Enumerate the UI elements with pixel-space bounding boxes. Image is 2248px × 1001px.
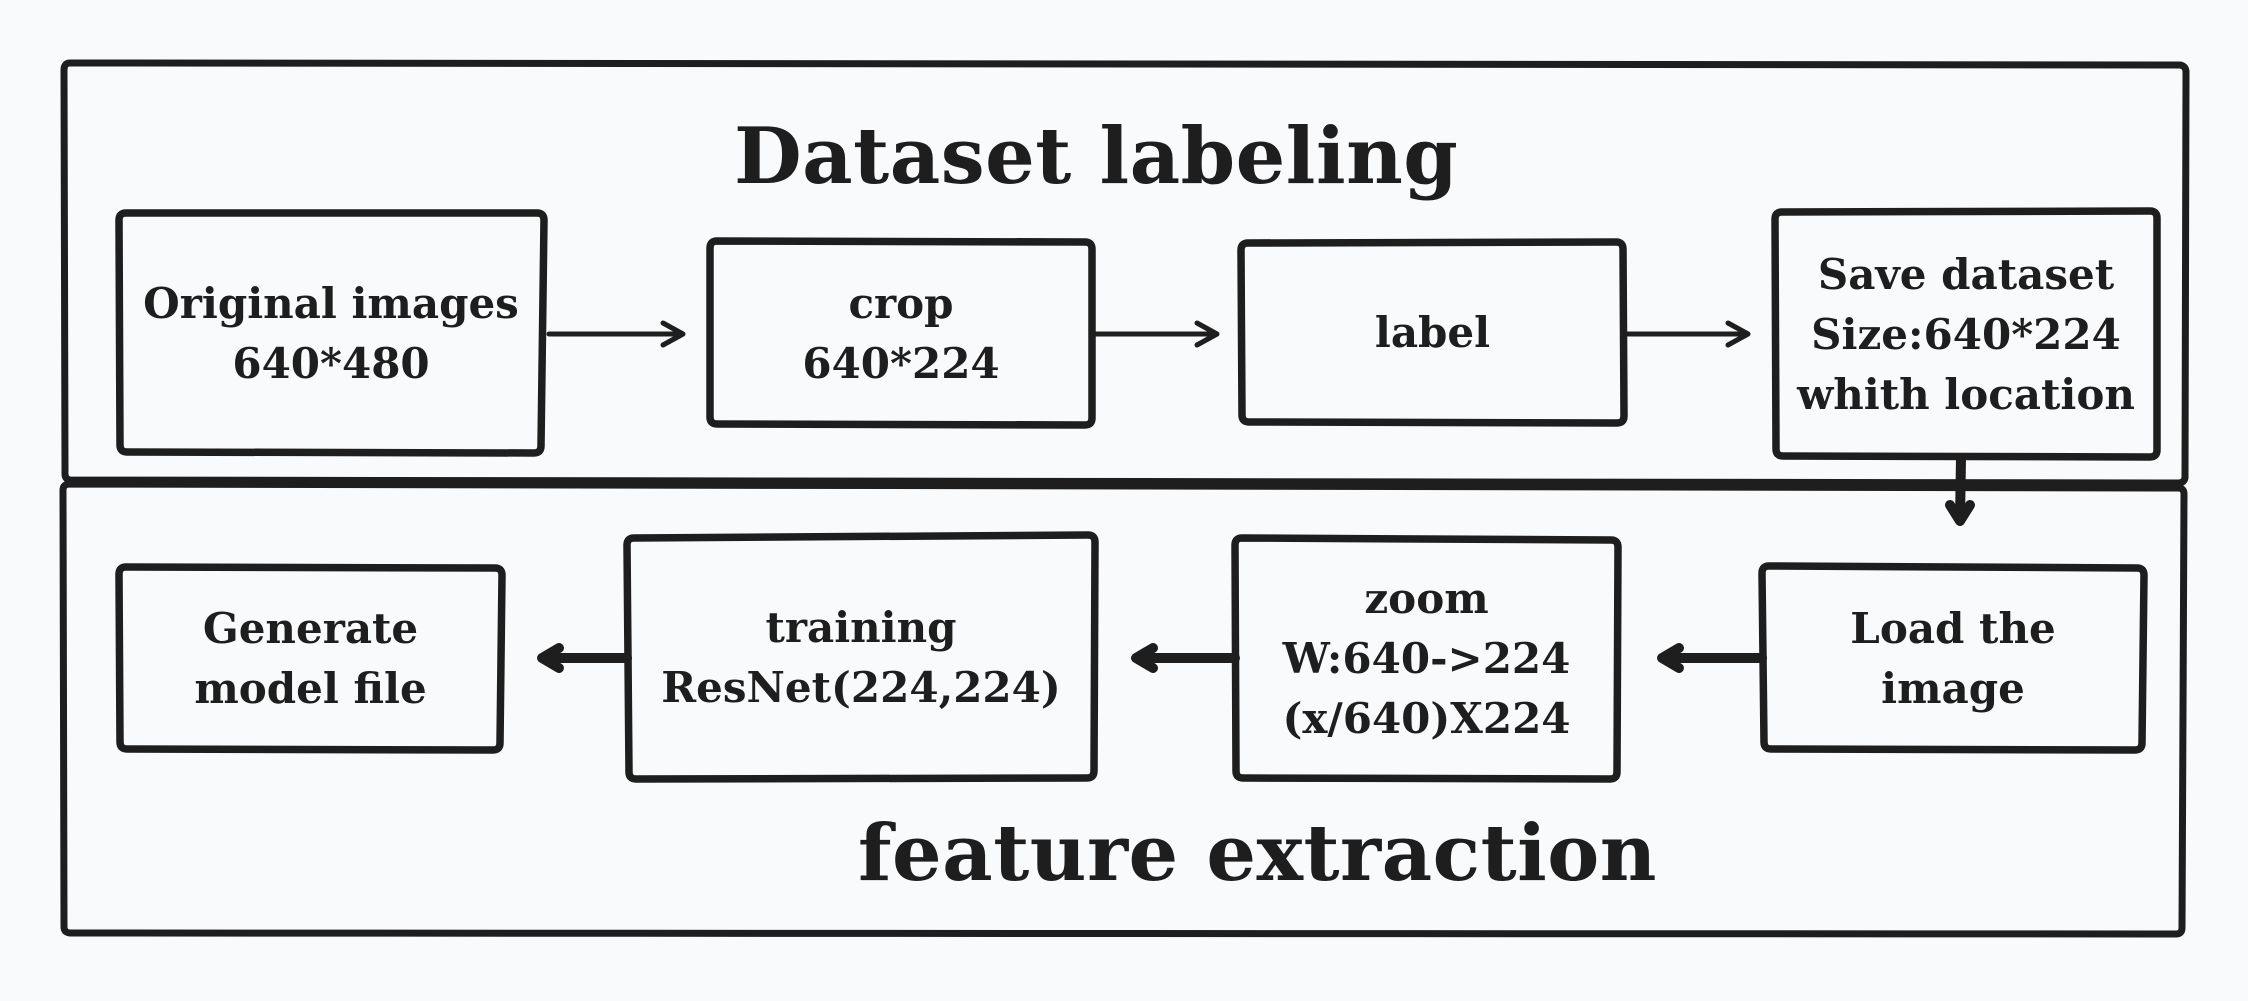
arrow-zoom-to-training	[1131, 643, 1240, 673]
arrow-load-to-zoom	[1657, 643, 1767, 673]
zoom-text: zoom W:640->224 (x/640)X224	[1239, 542, 1614, 776]
save-dataset-location: whith location	[1797, 369, 2135, 419]
crop-size: 640*224	[802, 338, 1000, 388]
crop-box	[706, 237, 1096, 429]
save-dataset-text: Save dataset Size:640*224 whith location	[1779, 216, 2153, 453]
arrow-label-to-save	[1625, 320, 1751, 348]
load-image-text: Load the image	[1766, 570, 2140, 747]
load-image-line2: image	[1881, 663, 2025, 713]
generate-model-box	[115, 563, 506, 754]
label-label: label	[1374, 308, 1491, 357]
zoom-box	[1231, 534, 1622, 783]
feature-extraction-title: feature extraction	[858, 808, 1658, 899]
feature-extraction-frame	[59, 480, 2188, 938]
original-images-size: 640*480	[232, 338, 430, 388]
training-box	[623, 531, 1099, 783]
original-images-box	[115, 209, 548, 457]
crop-label: crop	[848, 278, 954, 328]
dataset-labeling-frame	[60, 59, 2190, 487]
crop-text: crop 640*224	[714, 245, 1088, 422]
original-images-text: Original images 640*480	[124, 217, 538, 450]
zoom-formula: (x/640)X224	[1282, 694, 1571, 743]
arrow-crop-to-label	[1093, 320, 1220, 348]
save-dataset-box	[1771, 207, 2161, 461]
load-image-line1: Load the	[1850, 603, 2056, 653]
load-image-box	[1758, 562, 2148, 754]
dataset-labeling-title: Dataset labeling	[734, 111, 1459, 202]
training-model: ResNet(224,224)	[661, 663, 1061, 712]
generate-model-line2: model file	[194, 664, 427, 713]
save-dataset-size: Size:640*224	[1811, 309, 2121, 359]
zoom-width: W:640->224	[1282, 634, 1571, 683]
training-text: training ResNet(224,224)	[631, 541, 1091, 775]
arrow-training-to-generate	[537, 643, 632, 673]
label-text: label	[1245, 246, 1620, 420]
zoom-label: zoom	[1364, 574, 1489, 623]
save-dataset-label: Save dataset	[1817, 249, 2115, 299]
generate-model-text: Generate model file	[123, 571, 498, 747]
arrow-original-to-crop	[546, 320, 686, 348]
arrow-save-to-load	[1945, 453, 1975, 526]
training-label: training	[765, 603, 957, 652]
label-box	[1237, 238, 1628, 427]
original-images-label: Original images	[143, 278, 519, 328]
generate-model-line1: Generate	[202, 604, 419, 653]
